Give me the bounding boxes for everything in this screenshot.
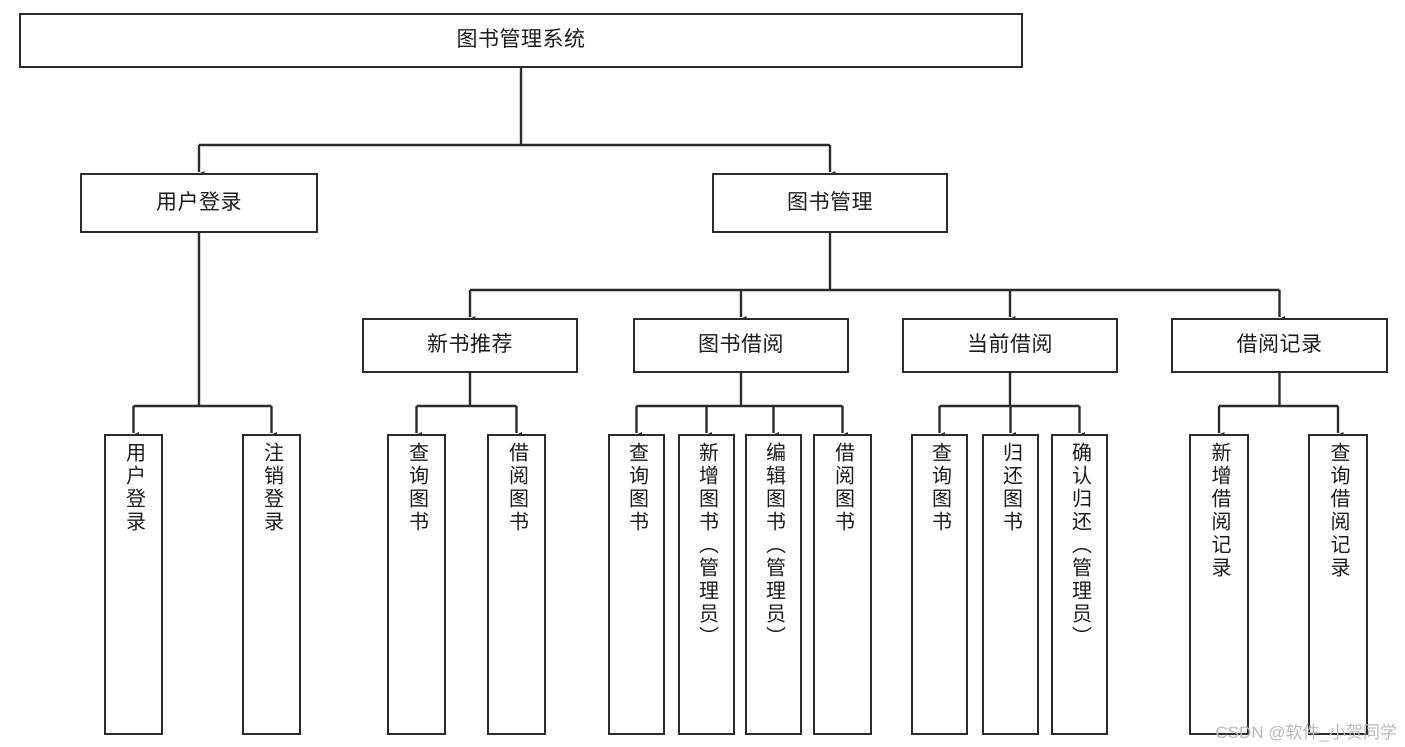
node-label: 当前借阅 xyxy=(967,333,1053,357)
node-label: 图书管理系统 xyxy=(456,28,586,52)
node-book-borrow[interactable]: 图书借阅 xyxy=(633,318,849,373)
node-label: 借阅图书 xyxy=(505,442,528,534)
node-leaf-cur-confirm[interactable]: 确认归还（管理员） xyxy=(1051,434,1108,735)
node-label: 借阅图书 xyxy=(831,442,854,534)
node-label: 借阅记录 xyxy=(1236,333,1323,357)
node-label: 确认归还（管理员） xyxy=(1068,442,1091,649)
node-label: 查询图书 xyxy=(625,442,648,534)
node-leaf-user-logout[interactable]: 注销登录 xyxy=(242,434,301,735)
node-label: 图书管理 xyxy=(787,190,873,214)
node-label: 查询借阅记录 xyxy=(1327,442,1349,580)
node-label: 查询图书 xyxy=(405,442,428,534)
node-leaf-user-login[interactable]: 用户登录 xyxy=(104,434,163,735)
node-borrow-record[interactable]: 借阅记录 xyxy=(1171,318,1388,373)
node-leaf-rec-query[interactable]: 查询图书 xyxy=(387,434,446,735)
csdn-watermark: CSDN @软件_小贺同学 xyxy=(1215,723,1397,742)
node-label: 用户登录 xyxy=(122,442,145,534)
node-leaf-borrow-edit[interactable]: 编辑图书（管理员） xyxy=(745,434,802,735)
node-leaf-cur-query[interactable]: 查询图书 xyxy=(911,434,968,735)
node-leaf-borrow-query[interactable]: 查询图书 xyxy=(608,434,665,735)
node-label: 用户登录 xyxy=(156,190,242,214)
node-user-login[interactable]: 用户登录 xyxy=(80,173,318,233)
node-current-borrow[interactable]: 当前借阅 xyxy=(902,318,1118,373)
node-label: 编辑图书（管理员） xyxy=(762,442,785,649)
node-label: 新增借阅记录 xyxy=(1208,442,1230,580)
node-leaf-rec-search[interactable]: 查询借阅记录 xyxy=(1308,434,1368,735)
node-label: 图书借阅 xyxy=(698,333,784,357)
node-new-book-rec[interactable]: 新书推荐 xyxy=(362,318,578,373)
node-leaf-borrow-take[interactable]: 借阅图书 xyxy=(813,434,872,735)
node-root[interactable]: 图书管理系统 xyxy=(19,13,1023,68)
node-label: 查询图书 xyxy=(928,442,951,534)
node-label: 归还图书 xyxy=(999,442,1022,534)
node-leaf-rec-add[interactable]: 新增借阅记录 xyxy=(1189,434,1249,735)
node-book-manage[interactable]: 图书管理 xyxy=(712,173,948,233)
node-leaf-rec-borrow[interactable]: 借阅图书 xyxy=(487,434,546,735)
node-label: 新书推荐 xyxy=(427,333,513,357)
node-leaf-cur-return[interactable]: 归还图书 xyxy=(982,434,1039,735)
node-label: 注销登录 xyxy=(260,442,283,534)
node-label: 新增图书（管理员） xyxy=(695,442,718,649)
node-leaf-borrow-add[interactable]: 新增图书（管理员） xyxy=(678,434,735,735)
